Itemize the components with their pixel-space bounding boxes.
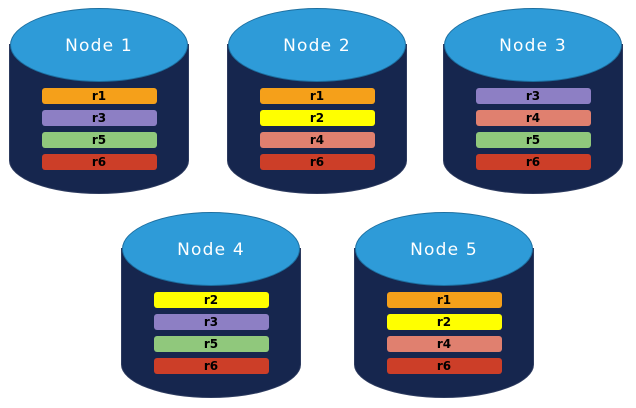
- replica-bar[interactable]: r5: [41, 132, 157, 148]
- replica-bar[interactable]: r4: [386, 336, 502, 352]
- node-label: Node 3: [499, 35, 567, 56]
- replica-bar[interactable]: r6: [475, 154, 591, 170]
- replica-list: r2 r3 r5 r6: [122, 292, 300, 374]
- replica-bar[interactable]: r6: [259, 154, 375, 170]
- replica-bar[interactable]: r3: [153, 314, 269, 330]
- node-cylinder-top: Node 4: [122, 212, 300, 286]
- replica-bar[interactable]: r4: [475, 110, 591, 126]
- database-node[interactable]: Node 5 r1 r2 r4 r6: [355, 212, 533, 397]
- node-cylinder-top: Node 2: [228, 8, 406, 82]
- database-node[interactable]: Node 2 r1 r2 r4 r6: [228, 8, 406, 193]
- replica-bar[interactable]: r2: [386, 314, 502, 330]
- replica-bar[interactable]: r1: [41, 88, 157, 104]
- replica-bar[interactable]: r5: [153, 336, 269, 352]
- node-label: Node 1: [65, 35, 133, 56]
- database-node[interactable]: Node 3 r3 r4 r5 r6: [444, 8, 622, 193]
- replica-list: r1 r3 r5 r6: [10, 88, 188, 170]
- replica-bar[interactable]: r5: [475, 132, 591, 148]
- replica-bar[interactable]: r4: [259, 132, 375, 148]
- replica-bar[interactable]: r2: [153, 292, 269, 308]
- node-cylinder-top: Node 3: [444, 8, 622, 82]
- replica-bar[interactable]: r1: [259, 88, 375, 104]
- replica-bar[interactable]: r3: [41, 110, 157, 126]
- replica-bar[interactable]: r6: [41, 154, 157, 170]
- node-label: Node 2: [283, 35, 351, 56]
- replica-bar[interactable]: r3: [475, 88, 591, 104]
- database-node[interactable]: Node 1 r1 r3 r5 r6: [10, 8, 188, 193]
- replica-bar[interactable]: r1: [386, 292, 502, 308]
- replica-list: r1 r2 r4 r6: [355, 292, 533, 374]
- node-cylinder-top: Node 5: [355, 212, 533, 286]
- replica-bar[interactable]: r2: [259, 110, 375, 126]
- replica-list: r3 r4 r5 r6: [444, 88, 622, 170]
- node-label: Node 4: [177, 239, 245, 260]
- node-label: Node 5: [410, 239, 478, 260]
- replica-list: r1 r2 r4 r6: [228, 88, 406, 170]
- database-node[interactable]: Node 4 r2 r3 r5 r6: [122, 212, 300, 397]
- node-cylinder-top: Node 1: [10, 8, 188, 82]
- replica-bar[interactable]: r6: [386, 358, 502, 374]
- replica-bar[interactable]: r6: [153, 358, 269, 374]
